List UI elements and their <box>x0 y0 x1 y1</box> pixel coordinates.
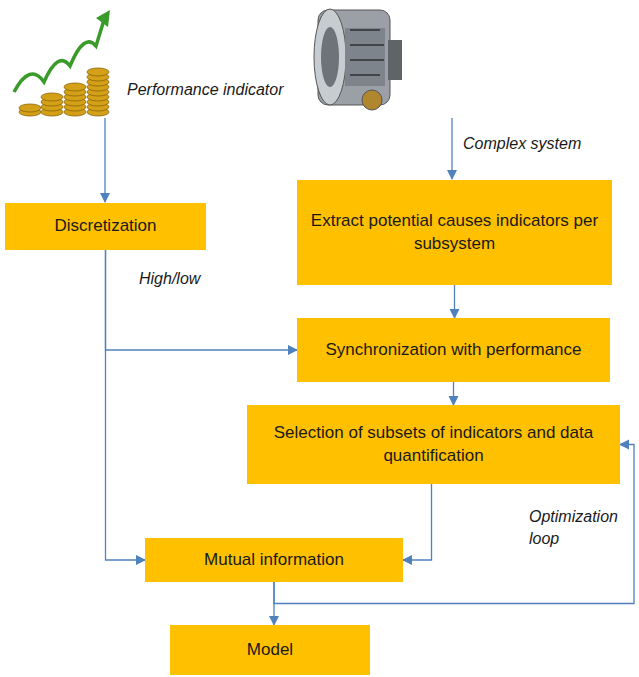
box-text: Model <box>247 639 293 661</box>
flow-arrow <box>453 382 454 405</box>
annotation-label: High/low <box>138 268 201 290</box>
input-line <box>104 118 105 202</box>
engine-illustration <box>314 9 402 110</box>
flow-arrow <box>403 484 432 560</box>
text-group: Mutual information <box>204 549 344 571</box>
text-group: Discretization <box>54 215 156 237</box>
flow-arrow <box>106 250 298 350</box>
process-box: Discretization <box>5 203 206 250</box>
annotation-label: Optimization loop <box>528 506 628 549</box>
text-group: Extract potential causes indicators per … <box>305 210 604 254</box>
text-group: Selection of subsets of indicators and d… <box>255 422 612 466</box>
box-text: Mutual information <box>204 549 344 571</box>
box-text: Synchronization with performance <box>325 339 581 361</box>
process-box: Mutual information <box>145 538 403 582</box>
process-box: Model <box>170 625 370 675</box>
flow-arrow <box>454 285 455 318</box>
box-text: Discretization <box>54 215 156 237</box>
process-box: Selection of subsets of indicators and d… <box>247 405 620 484</box>
annotation-label: Performance indicator <box>126 79 285 101</box>
process-box: Extract potential causes indicators per … <box>297 180 612 285</box>
box-text: Extract potential causes indicators per … <box>305 210 604 254</box>
process-box: Synchronization with performance <box>297 318 610 382</box>
box-text: Selection of subsets of indicators and d… <box>255 422 612 466</box>
coins-illustration <box>14 10 110 116</box>
text-group: Model <box>247 639 293 661</box>
annotation-label: Complex system <box>462 133 582 155</box>
flow-arrow <box>106 250 146 560</box>
input-line <box>451 118 452 179</box>
text-group: Synchronization with performance <box>325 339 581 361</box>
